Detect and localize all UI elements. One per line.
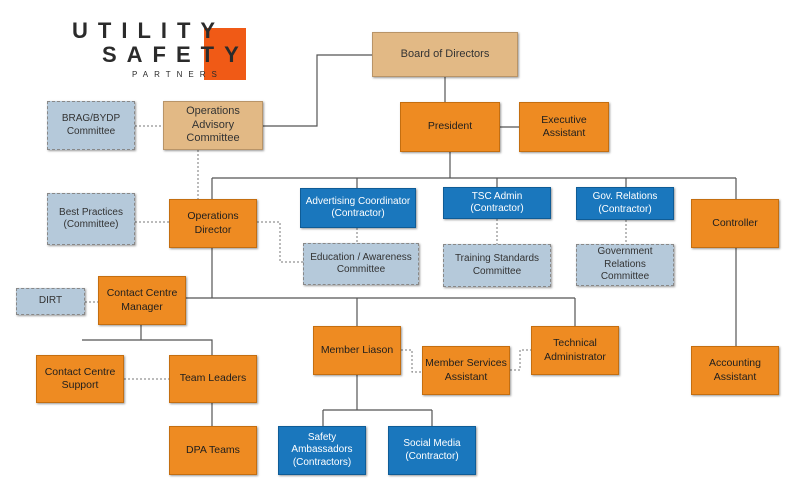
board-of-directors-box: Board of Directors (372, 32, 518, 77)
executive-assistant-box: Executive Assistant (519, 102, 609, 152)
operations-director-box: Operations Director (169, 199, 257, 248)
best-practices-box: Best Practices (Committee) (47, 193, 135, 245)
accounting-assistant-box: Accounting Assistant (691, 346, 779, 395)
gov-relations-box: Gov. Relations (Contractor) (576, 187, 674, 220)
team-leaders-box: Team Leaders (169, 355, 257, 403)
contact-centre-manager-box: Contact Centre Manager (98, 276, 186, 325)
advertising-coordinator-box: Advertising Coordinator (Contractor) (300, 188, 416, 228)
president-box: President (400, 102, 500, 152)
ops-advisory-committee-box: Operations Advisory Committee (163, 101, 263, 150)
logo: UTILITY SAFETY PARTNERS (72, 18, 249, 80)
training-standards-box: Training Standards Committee (443, 244, 551, 287)
brag-committee-box: BRAG/BYDP Committee (47, 101, 135, 150)
social-media-box: Social Media (Contractor) (388, 426, 476, 475)
dpa-teams-box: DPA Teams (169, 426, 257, 475)
tsc-admin-box: TSC Admin (Contractor) (443, 187, 551, 219)
education-committee-box: Education / Awareness Committee (303, 243, 419, 285)
dirt-box: DIRT (16, 288, 85, 315)
technical-administrator-box: Technical Administrator (531, 326, 619, 375)
member-services-assistant-box: Member Services Assistant (422, 346, 510, 395)
safety-ambassadors-box: Safety Ambassadors (Contractors) (278, 426, 366, 475)
gov-relations-committee-box: Government Relations Committee (576, 244, 674, 286)
controller-box: Controller (691, 199, 779, 248)
contact-centre-support-box: Contact Centre Support (36, 355, 124, 403)
member-liason-box: Member Liason (313, 326, 401, 375)
